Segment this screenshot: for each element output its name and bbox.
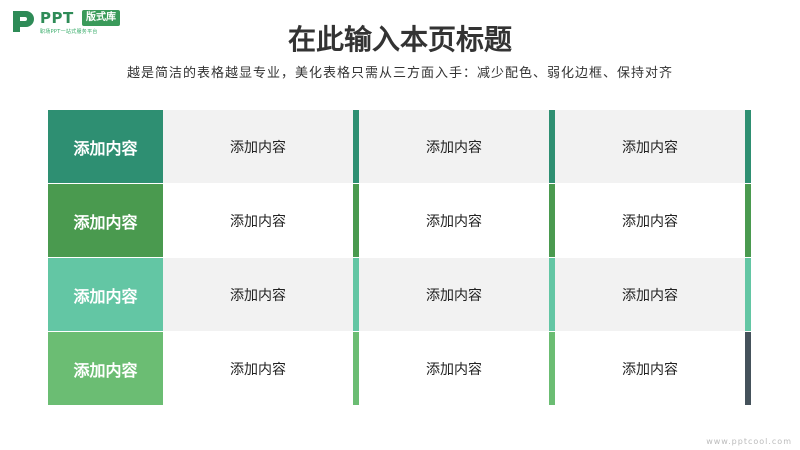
table-cell: 添加内容: [359, 110, 555, 183]
cell-text: 添加内容: [426, 361, 482, 378]
cell-accent-bar: [353, 258, 359, 331]
table-cell: 添加内容: [555, 332, 751, 405]
table-row: 添加内容 添加内容 添加内容 添加内容: [48, 258, 752, 331]
cell-accent-bar: [549, 110, 555, 183]
cell-text: 添加内容: [230, 213, 286, 230]
table-cell: 添加内容: [359, 332, 555, 405]
row-header: 添加内容: [48, 332, 163, 405]
table-row: 添加内容 添加内容 添加内容 添加内容: [48, 110, 752, 183]
cell-accent-bar: [353, 110, 359, 183]
table-cell: 添加内容: [359, 184, 555, 257]
cell-accent-bar: [745, 258, 751, 331]
logo-tagline: 职场PPT一站式服务平台: [40, 29, 98, 35]
logo-p-icon: [13, 11, 34, 32]
table-cell: 添加内容: [555, 184, 751, 257]
table-cell: 添加内容: [555, 258, 751, 331]
cell-text: 添加内容: [622, 287, 678, 304]
cell-accent-bar: [745, 110, 751, 183]
table-cell: 添加内容: [555, 110, 751, 183]
cell-text: 添加内容: [426, 139, 482, 156]
cell-accent-bar: [745, 184, 751, 257]
cell-text: 添加内容: [426, 287, 482, 304]
cell-text: 添加内容: [230, 361, 286, 378]
cell-accent-bar: [353, 332, 359, 405]
page-title: 在此输入本页标题: [287, 23, 512, 56]
watermark: www.pptcool.com: [706, 437, 792, 446]
table-row: 添加内容 添加内容 添加内容 添加内容: [48, 332, 752, 405]
table-cell: 添加内容: [163, 184, 359, 257]
cell-text: 添加内容: [622, 361, 678, 378]
table-cell: 添加内容: [163, 110, 359, 183]
page-subtitle: 越是简洁的表格越显专业，美化表格只需从三方面入手：减少配色、弱化边框、保持对齐: [126, 66, 673, 81]
content-table: 添加内容 添加内容 添加内容 添加内容 添加内容 添加内容 添加内容 添加内容 …: [48, 110, 752, 406]
table-row: 添加内容 添加内容 添加内容 添加内容: [48, 184, 752, 257]
cell-text: 添加内容: [230, 139, 286, 156]
cell-text: 添加内容: [622, 213, 678, 230]
cell-accent-bar: [549, 258, 555, 331]
logo-badge: 版式库: [82, 10, 120, 26]
table-cell: 添加内容: [163, 258, 359, 331]
row-header: 添加内容: [48, 184, 163, 257]
row-header: 添加内容: [48, 258, 163, 331]
logo: PPT 版式库 职场PPT一站式服务平台: [10, 8, 130, 36]
cell-accent-bar: [549, 184, 555, 257]
cell-text: 添加内容: [230, 287, 286, 304]
cell-accent-bar: [353, 184, 359, 257]
cell-accent-bar: [549, 332, 555, 405]
cell-text: 添加内容: [426, 213, 482, 230]
cell-accent-bar: [745, 332, 751, 405]
logo-brand: PPT: [40, 9, 74, 27]
row-header: 添加内容: [48, 110, 163, 183]
table-cell: 添加内容: [359, 258, 555, 331]
table-cell: 添加内容: [163, 332, 359, 405]
cell-text: 添加内容: [622, 139, 678, 156]
